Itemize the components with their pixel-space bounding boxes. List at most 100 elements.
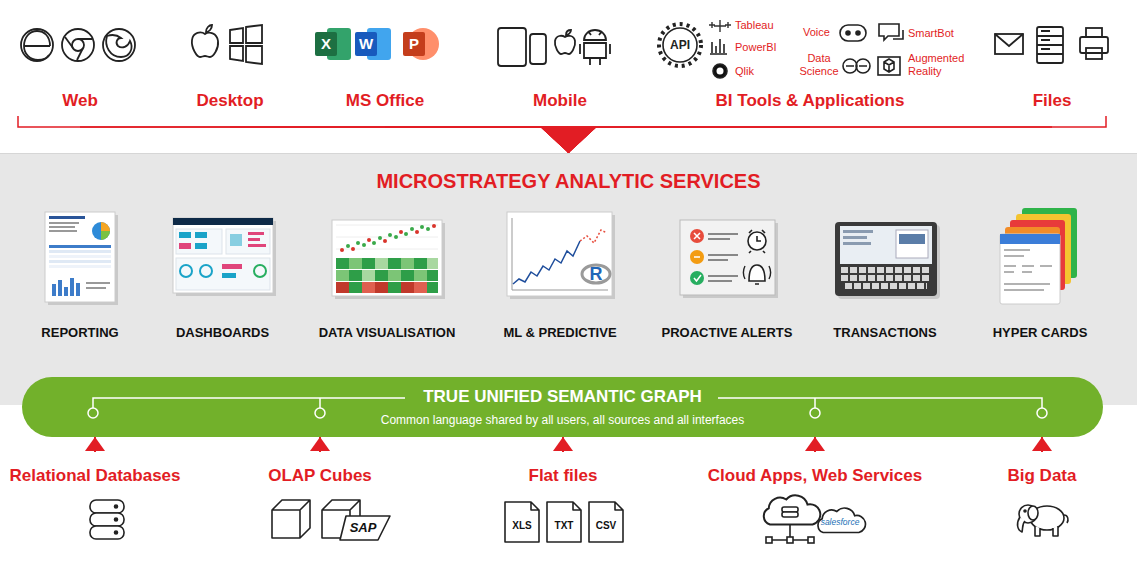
report-thumbnail [49, 255, 111, 258]
service-card: REPORTING [20, 201, 140, 346]
elephant-icon [1024, 510, 1026, 512]
dashboard-thumbnail [195, 232, 207, 238]
dashboard-thumbnail [248, 244, 266, 247]
hypercard-thumbnail [1010, 220, 1065, 290]
alerts-thumbnail [694, 256, 700, 258]
node-heading: PROACTIVE ALERTS [647, 325, 807, 341]
scatter-dots [410, 227, 414, 231]
flow-connector [562, 437, 564, 452]
cube-icons [340, 516, 390, 540]
elephant-icon [1064, 515, 1068, 523]
dashboard-thumbnail [176, 229, 222, 254]
database-icon [90, 500, 124, 513]
interface-group: Mobile [520, 88, 600, 127]
bi-tool-icons [659, 20, 903, 78]
heatmap-cells [336, 270, 349, 281]
file-type: XLS [505, 519, 539, 533]
bi-tool-icons [856, 31, 860, 35]
interface-group: Desktop [190, 88, 270, 127]
heatmap-cells [375, 258, 388, 269]
file-output-icons [1080, 37, 1108, 53]
flow-connector [1041, 437, 1043, 452]
browser-icons [106, 35, 131, 57]
dashboard-thumbnail [180, 265, 192, 277]
heatmap-cells [349, 270, 362, 281]
file-type: CSV [589, 519, 623, 533]
file-output-icons [1037, 31, 1063, 54]
dashboard-thumbnail [179, 232, 191, 238]
transaction-thumbnail [843, 236, 867, 239]
node-heading: TRUE UNIFIED SEMANTIC GRAPH [22, 387, 1103, 407]
bi-tool-icons [843, 59, 857, 73]
flow-connector [230, 127, 569, 153]
heatmap-cells [414, 258, 427, 269]
alerts-thumbnail [690, 271, 704, 285]
cloud-icon [764, 495, 866, 543]
hypercard-thumbnail [1016, 214, 1071, 284]
office-icons [403, 32, 425, 56]
scatter-dots [426, 227, 430, 231]
app-letter: X [315, 32, 337, 56]
heatmap-cells [336, 258, 349, 269]
graph-wiring [315, 408, 325, 418]
report-thumbnail [45, 212, 115, 302]
data-source: Cloud Apps, Web Services [695, 452, 935, 552]
database-icon [90, 500, 124, 539]
dashboard-thumbnail [176, 221, 276, 296]
office-icons [367, 28, 391, 60]
heatmap-cells [427, 270, 438, 281]
dashboard-thumbnail [226, 229, 270, 254]
scatter-dots [340, 248, 344, 252]
browser-icons [21, 29, 53, 61]
report-thumbnail [45, 212, 118, 305]
scatter-dots [388, 233, 392, 237]
elephant-icon [1019, 505, 1037, 523]
office-icons [315, 28, 439, 60]
file-icons [505, 502, 623, 542]
dashboard-thumbnail [173, 218, 273, 225]
report-thumbnail [49, 245, 111, 248]
bi-tool-icons [840, 25, 866, 41]
data-source: OLAP Cubes [255, 452, 385, 552]
interface-bracket [18, 116, 1106, 127]
node-heading: Flat files [513, 466, 613, 486]
cloud-icon [766, 537, 772, 543]
desktop-icons [192, 25, 262, 64]
report-thumbnail [52, 284, 56, 296]
prediction-thumbnail [507, 212, 612, 296]
node-heading: MS Office [330, 91, 440, 111]
report-thumbnail [76, 283, 80, 296]
report-thumbnail [70, 278, 74, 296]
heatmap-cells [336, 258, 438, 293]
dashboard-thumbnail [230, 234, 242, 246]
elephant-icon [1018, 505, 1068, 536]
heatmap-cells [401, 258, 414, 269]
report-thumbnail [49, 260, 111, 263]
heatmap-cells [362, 258, 375, 269]
alerts-thumbnail [749, 230, 765, 253]
file-output-icons [1086, 28, 1102, 37]
elephant-icon [1035, 526, 1058, 536]
browser-icons [65, 37, 92, 60]
file-output-icons [1086, 48, 1102, 59]
tool-name: Qlik [735, 65, 775, 78]
heatmap-cells [375, 270, 388, 281]
transaction-thumbnail [843, 242, 871, 245]
desktop-icons [230, 25, 262, 64]
graph-wiring [88, 398, 1047, 418]
node-heading: Desktop [190, 91, 270, 111]
node-heading: HYPER CARDS [985, 325, 1095, 341]
flow-connector [80, 127, 569, 153]
file-output-icons [995, 34, 1023, 46]
mobile-icons [498, 28, 610, 66]
alerts-thumbnail [744, 266, 771, 279]
alerts-thumbnail [749, 265, 765, 284]
scatter-dots [394, 235, 398, 239]
dashboard-thumbnail [173, 218, 276, 296]
node-heading: Cloud Apps, Web Services [695, 466, 935, 486]
dashboard-thumbnail [176, 258, 270, 290]
prediction-thumbnail [512, 218, 608, 290]
cloud-icon [782, 512, 798, 517]
visualisation-thumbnail [332, 220, 442, 296]
